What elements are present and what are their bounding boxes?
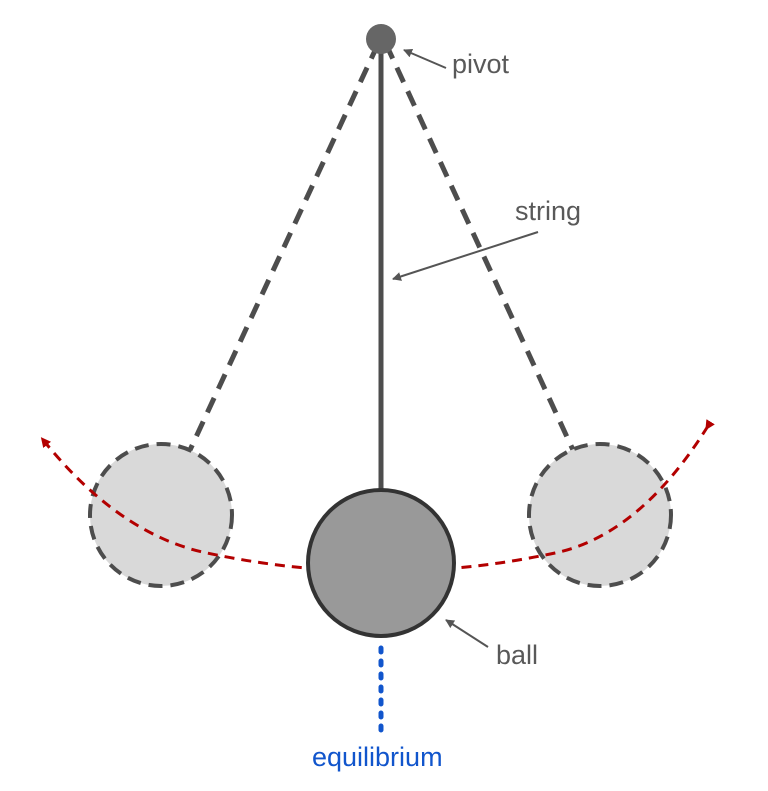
ball-annotation-arrow [445,619,489,648]
pivot-label: pivot [452,49,510,79]
string-annotation-arrow [392,231,539,281]
left-string-dashed [187,42,381,452]
equilibrium-label: equilibrium [312,742,443,772]
pivot-annotation-arrow [403,49,447,69]
left-ghost-ball [88,442,234,588]
string-label: string [515,196,582,226]
right-ghost-ball [527,442,673,588]
pivot [366,24,396,54]
ball-label: ball [496,640,539,670]
right-string-dashed [383,42,576,452]
ball [306,488,456,638]
